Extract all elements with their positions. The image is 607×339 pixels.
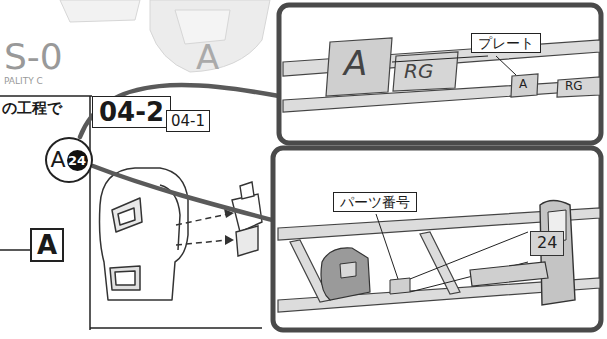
drawing-shape	[100, 168, 189, 300]
drawing-shape	[89, 96, 91, 330]
drawing-shape	[340, 262, 356, 278]
zoom-leaders	[80, 85, 279, 220]
box-text: A	[37, 230, 57, 260]
part-number-tag: 24	[530, 231, 564, 256]
drawing-shape	[279, 5, 601, 143]
drawing-shape	[93, 166, 272, 220]
drawing-shape	[321, 248, 370, 300]
drawing-shape	[326, 38, 392, 96]
plate-text: RG	[404, 61, 433, 82]
drawing-shape	[240, 182, 254, 199]
plate-letter: A	[344, 46, 367, 82]
box-text: 04-2	[99, 97, 164, 127]
drawing-shape	[175, 10, 230, 44]
drawing-shape	[60, 0, 140, 22]
drawing-shape	[225, 235, 234, 245]
box-text: A	[50, 148, 65, 172]
small-part	[232, 182, 262, 256]
drawing-shape	[110, 266, 140, 290]
drawing-shape	[0, 249, 30, 251]
arrow-heads	[224, 209, 234, 245]
plate-letter: A	[519, 78, 527, 91]
box-subtext: 24	[67, 150, 88, 171]
box-text: プレート	[478, 35, 534, 51]
header-subtitle: PALITY C	[4, 77, 43, 86]
plate-text: RG	[565, 80, 583, 93]
drawing-shape	[176, 240, 228, 245]
drawing-shape	[118, 208, 135, 225]
drawing-shape	[80, 85, 279, 137]
zoom-panel-top	[279, 5, 601, 143]
drawing-shape	[376, 214, 398, 279]
drawing-shape	[557, 77, 600, 97]
drawing-shape	[0, 95, 92, 97]
drawing-shape	[90, 327, 262, 329]
insert-arrows	[176, 214, 228, 245]
drawing-shape	[393, 52, 458, 91]
header-figure	[60, 0, 270, 72]
drawing-shape	[470, 262, 548, 286]
frame-lines	[0, 96, 262, 330]
header-letter: A	[196, 40, 219, 76]
step-number-box: 04-2	[92, 96, 171, 128]
zoom-panel-bottom	[273, 148, 601, 330]
header-logo: S-0	[4, 38, 63, 76]
note-text: の工程で	[2, 101, 62, 117]
runner-letter-box: A	[30, 228, 64, 262]
drawing-shape	[115, 271, 135, 285]
box-text: パーツ番号	[340, 194, 410, 210]
step-number-box: 04-1	[166, 110, 210, 132]
drawing-shape	[511, 74, 538, 97]
part-illustration	[100, 168, 189, 300]
callout-box: パーツ番号	[333, 192, 417, 212]
drawing-shape	[390, 278, 410, 294]
callout-circle: A24	[45, 137, 93, 183]
drawing-shape	[496, 56, 516, 75]
drawing-shape	[112, 198, 142, 232]
drawing-shape	[273, 148, 601, 330]
callout-box: プレート	[471, 33, 541, 53]
box-text: 04-1	[171, 112, 205, 130]
drawing-shape	[236, 226, 258, 256]
drawing-shape	[176, 214, 228, 225]
